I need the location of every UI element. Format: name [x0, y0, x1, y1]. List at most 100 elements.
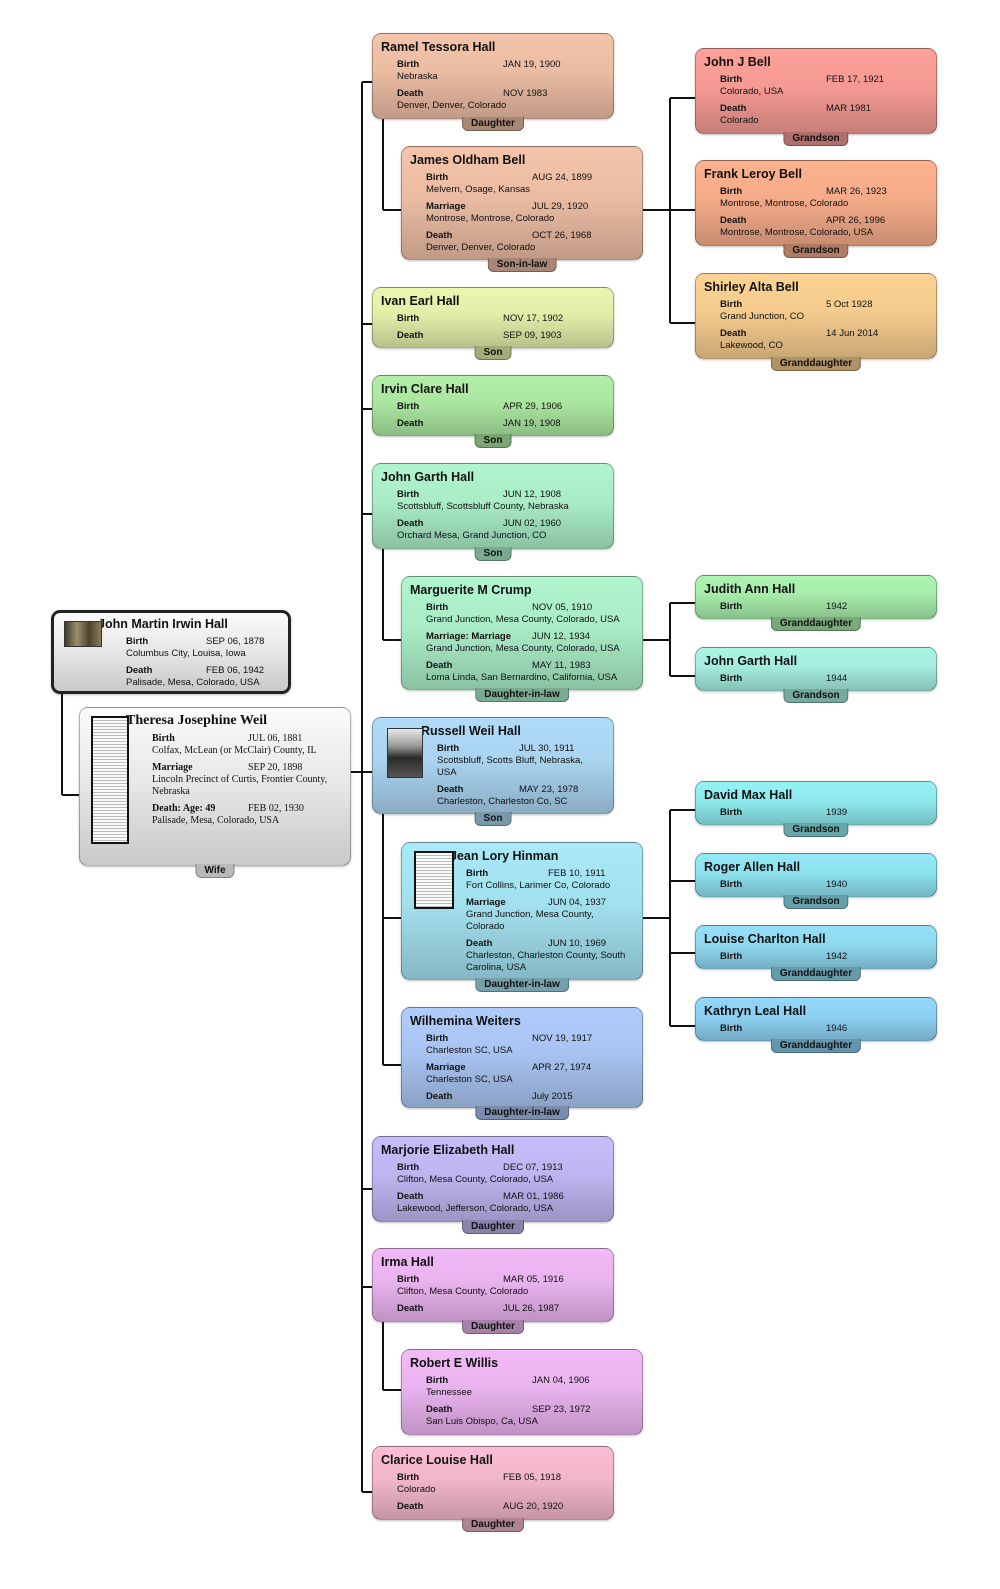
event-place: Clifton, Mesa County, Colorado, USA: [397, 1174, 554, 1185]
person-name: Russell Weil Hall: [421, 724, 521, 738]
portrait-photo-icon[interactable]: [64, 621, 102, 647]
event-type: Birth: [397, 401, 420, 412]
event-date: NOV 17, 1902: [503, 313, 564, 324]
event-type: Death: [720, 103, 747, 114]
relationship-tag: Granddaughter: [770, 967, 862, 981]
event-place: Scottsbluff, Scottsbluff County, Nebrask…: [397, 501, 569, 512]
relationship-tag: Wife: [195, 864, 235, 878]
event-date: APR 26, 1996: [826, 215, 886, 226]
event-place: Charleston, Charleston Co, SC: [437, 796, 568, 807]
event-place: Grand Junction, CO: [720, 311, 804, 322]
event-type: Birth: [720, 951, 743, 962]
relationship-tag: Daughter: [462, 1518, 524, 1532]
event-date: 1939: [826, 807, 848, 818]
event-date: DEC 07, 1913: [503, 1162, 563, 1173]
person-photo-icon[interactable]: [387, 728, 423, 778]
event-type: Birth: [397, 59, 420, 70]
event-place: Grand Junction, Mesa County, Colorado, U…: [426, 643, 620, 654]
event-date: APR 27, 1974: [532, 1062, 592, 1073]
relationship-tag: Son: [474, 434, 512, 448]
event-type: Death: [720, 328, 747, 339]
event-type: Marriage: [426, 1062, 466, 1073]
event-place: Lakewood, CO: [720, 340, 783, 351]
event-type: Death: [426, 230, 453, 241]
event-type: Death: [397, 1501, 424, 1512]
relationship-tag: Daughter-in-law: [475, 978, 569, 992]
person-name: Theresa Josephine Weil: [126, 713, 268, 728]
person-name: Ivan Earl Hall: [381, 294, 460, 308]
person-name: John Martin Irwin Hall: [98, 617, 228, 631]
event-place: Montrose, Montrose, Colorado, USA: [720, 227, 874, 238]
event-date: MAR 26, 1923: [826, 186, 887, 197]
event-type: Birth: [720, 807, 743, 818]
event-type: Birth: [720, 879, 743, 890]
event-place: Palisade, Mesa, Colorado, USA: [152, 815, 280, 826]
event-row: Birth 1939: [720, 807, 928, 819]
person-name: Wilhemina Weiters: [410, 1014, 521, 1028]
event-date: FEB 02, 1930: [248, 803, 304, 814]
event-type: Death: [720, 215, 747, 226]
event-place: Montrose, Montrose, Colorado: [426, 213, 555, 224]
event-date: JUL 06, 1881: [248, 733, 303, 744]
event-type: Death: [397, 88, 424, 99]
event-date: 5 Oct 1928: [826, 299, 873, 310]
event-type: Birth: [426, 1375, 449, 1386]
event-place: Montrose, Montrose, Colorado: [720, 198, 849, 209]
person-photo-icon[interactable]: [414, 851, 454, 909]
event-place: Charleston SC, USA: [426, 1045, 513, 1056]
person-name: Roger Allen Hall: [704, 860, 801, 874]
relationship-tag: Grandson: [783, 823, 849, 837]
event-type: Birth: [426, 602, 449, 613]
newspaper-clipping-icon[interactable]: [91, 716, 129, 844]
relationship-tag: Son-in-law: [487, 258, 557, 272]
event-place: San Luis Obispo, Ca, USA: [426, 1416, 538, 1427]
event-type: Death: [397, 518, 424, 529]
event-date: JAN 19, 1900: [503, 59, 561, 70]
